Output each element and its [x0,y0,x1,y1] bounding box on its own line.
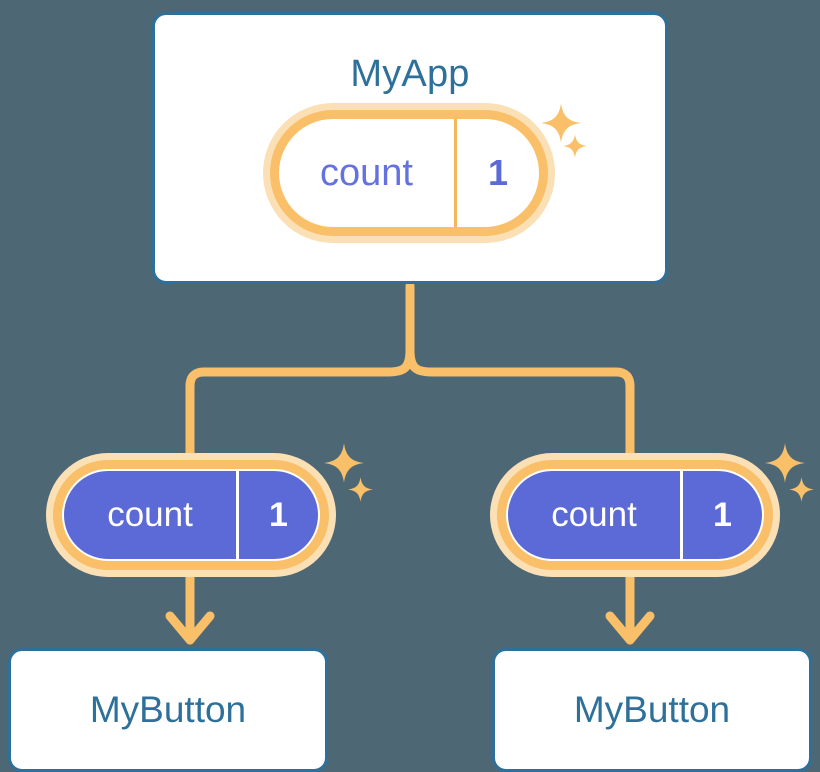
signal-name: count [320,151,413,194]
signal-body: count 1 [62,469,320,561]
sparkle-icon [789,477,814,502]
sparkle-icon [541,103,581,143]
button-card-label: MyButton [89,689,247,730]
arrow-right-head [605,611,655,645]
branch-right [405,345,635,463]
signal-name: count [551,495,637,534]
button-card-left: MyButton [8,648,328,772]
arrow-left-head [165,611,215,645]
button-card-label: MyButton [573,689,731,730]
page-title: MyApp [350,53,470,95]
signal-name: count [107,495,193,534]
sparkle-icon [324,443,364,483]
signal-value: 1 [680,471,762,559]
signal-body: count 1 [506,469,764,561]
signal-value: 1 [454,119,539,227]
branch-left [185,345,415,463]
button-card-right: MyButton [492,648,812,772]
child-signal-pill-right[interactable]: count 1 [490,453,780,577]
signal-value: 1 [236,471,318,559]
child-signal-pill-left[interactable]: count 1 [46,453,336,577]
sparkle-icon [765,443,805,483]
signal-body: count 1 [279,119,539,227]
sparkle-icon [563,134,587,158]
app-signal-pill[interactable]: count 1 [263,103,555,243]
sparkle-icon [348,477,373,502]
